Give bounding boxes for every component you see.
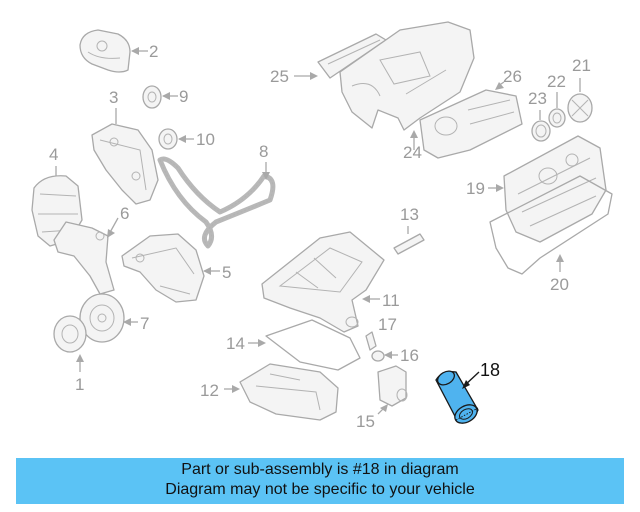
callout-6: 6 (120, 204, 129, 223)
part-14-oil-pan-gasket[interactable] (265, 319, 361, 371)
callout-24: 24 (403, 143, 422, 162)
part-1-damper[interactable] (53, 315, 87, 353)
part-22-seal[interactable] (548, 108, 566, 128)
part-26-intake-plenum[interactable] (419, 89, 523, 159)
part-17-sensor[interactable] (365, 331, 377, 351)
callout-20: 20 (550, 275, 569, 294)
callout-13: 13 (400, 205, 419, 224)
part-11-upper-oil-pan[interactable] (261, 231, 385, 333)
callout-5: 5 (222, 263, 231, 282)
callout-10: 10 (196, 130, 215, 149)
part-2-upper-timing-cover[interactable] (79, 29, 131, 73)
part-5-rear-cover[interactable] (121, 233, 205, 303)
callout-2: 2 (149, 42, 158, 61)
part-3-timing-cover[interactable] (91, 123, 159, 205)
callout-26: 26 (503, 67, 522, 86)
banner-line-2: Diagram may not be specific to your vehi… (165, 481, 475, 498)
callout-11: 11 (382, 291, 400, 310)
callout-3: 3 (109, 88, 118, 107)
callout-17: 17 (378, 315, 397, 334)
callout-14: 14 (226, 334, 245, 353)
callout-22: 22 (547, 72, 566, 91)
part-13-bracket[interactable] (393, 233, 425, 255)
callout-25: 25 (270, 67, 289, 86)
part-18-oil-filter[interactable] (435, 368, 480, 427)
callout-12: 12 (200, 381, 219, 400)
callout-9: 9 (179, 87, 188, 106)
part-24-intake-manifold[interactable] (339, 21, 475, 131)
callout-18: 18 (480, 360, 500, 380)
part-16-drain-plug[interactable] (371, 350, 385, 362)
banner-line-1: Part or sub-assembly is #18 in diagram (181, 461, 459, 478)
part-12-lower-oil-pan[interactable] (239, 363, 339, 421)
callout-19: 19 (466, 179, 485, 198)
part-6-bracket[interactable] (53, 221, 115, 295)
callout-16: 16 (400, 346, 419, 365)
callout-23: 23 (528, 89, 547, 108)
callout-21: 21 (572, 56, 591, 75)
callout-8: 8 (259, 142, 268, 161)
part-23-gasket[interactable] (531, 120, 551, 142)
part-8-timing-belt[interactable] (157, 156, 276, 249)
part-21-oil-filler-cap[interactable] (567, 93, 593, 123)
part-9-idler-pulley[interactable] (142, 85, 162, 109)
callout-1: 1 (75, 375, 84, 394)
part-20-valve-cover-gasket[interactable] (489, 175, 613, 275)
parts-diagram: 2 9 3 10 8 4 6 (31, 21, 613, 431)
callout-7: 7 (140, 314, 149, 333)
callout-4: 4 (49, 145, 58, 164)
part-10-tensioner-pulley[interactable] (158, 128, 178, 150)
callout-15: 15 (356, 412, 375, 431)
part-info-banner: Part or sub-assembly is #18 in diagram D… (16, 458, 624, 504)
part-7-crank-pulley[interactable] (79, 293, 125, 343)
part-15-filter-housing[interactable] (377, 365, 408, 407)
